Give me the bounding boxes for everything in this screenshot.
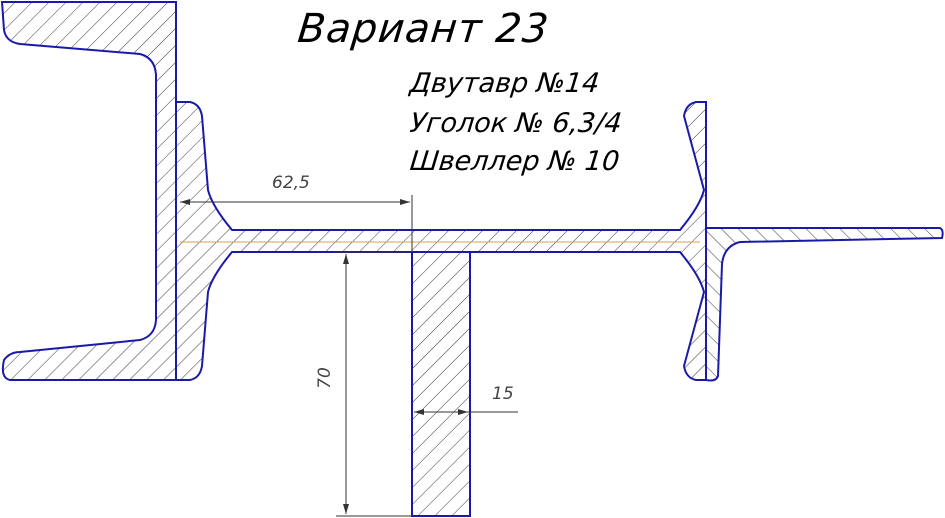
channel-label: Швеллер № 10 [408, 146, 621, 177]
dimension-thickness-label: 15 [492, 384, 514, 404]
dimension-vertical-label: 70 [314, 367, 335, 389]
plate-section [411, 251, 471, 517]
channel-section [0, 1, 177, 381]
variant-title: Вариант 23 [295, 6, 552, 52]
dimension-horizontal-label: 62,5 [272, 173, 310, 193]
ibeam-label: Двутавр №14 [408, 68, 601, 99]
angle-label: Уголок № 6,3/4 [408, 108, 624, 139]
angle-section [705, 227, 944, 382]
